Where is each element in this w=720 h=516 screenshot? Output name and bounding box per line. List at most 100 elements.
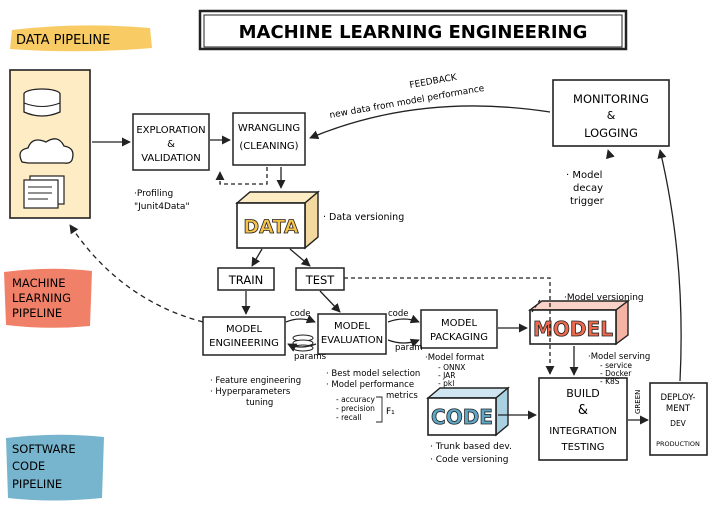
metric-f1: F₁: [386, 407, 395, 417]
model-serving-k8s: - K8S: [600, 377, 620, 386]
wrangling-box: WRANGLING (CLEANING): [232, 112, 306, 166]
ml-pipeline-label-2: LEARNING: [12, 291, 71, 305]
code-pipeline-label-1: SOFTWARE: [12, 442, 76, 456]
data-sources-box: [9, 69, 91, 219]
exploration-label-2: &: [167, 139, 175, 150]
code-pipeline-label-2: CODE: [12, 459, 45, 473]
section-code-pipeline: SOFTWARE CODE PIPELINE: [6, 434, 104, 501]
model-format-note-1: ·Model format: [425, 353, 485, 363]
model-serving-service: - service: [600, 361, 632, 370]
build-label-4: TESTING: [560, 442, 604, 453]
data-pipeline-label: DATA PIPELINE: [16, 33, 110, 48]
model-box: MODEL: [527, 299, 631, 346]
code-label-1: code: [290, 309, 311, 319]
feature-eng-notes: · Feature engineering · Hyperparameters …: [210, 376, 301, 408]
feature-eng-note-2: · Hyperparameters: [210, 387, 291, 397]
train-box: TRAIN: [217, 267, 275, 291]
exploration-label-1: EXPLORATION: [136, 125, 205, 136]
model-evaluation-box: MODEL EVALUATION: [317, 313, 387, 355]
feature-eng-note-1: · Feature engineering: [210, 376, 301, 386]
model-evaluation-label-2: EVALUATION: [321, 335, 383, 346]
metric-accuracy: - accuracy: [336, 395, 375, 404]
arrow-test-to-build: [344, 277, 555, 375]
trunk-notes: · Trunk based dev. · Code versioning: [430, 442, 512, 465]
section-ml-pipeline: MACHINE LEARNING PIPELINE: [4, 268, 92, 328]
model-packaging-box: MODEL PACKAGING: [420, 309, 498, 349]
monitoring-label-3: LOGGING: [584, 126, 638, 140]
deployment-label-2: MENT: [666, 404, 691, 414]
data-pipeline-highlight: [10, 25, 152, 52]
model-versioning-note: ·Model versioning: [564, 293, 644, 303]
deployment-label-3: DEV: [670, 419, 687, 428]
profiling-note-1: ·Profiling: [134, 189, 173, 199]
database-icon: [23, 88, 61, 117]
model-format-pkl: - pkl: [438, 379, 454, 388]
monitoring-label-1: MONITORING: [573, 92, 649, 106]
model-format-jar: - JAR: [438, 371, 456, 380]
model-serving-docker: - Docker: [600, 369, 632, 378]
wrangling-label-1: WRANGLING: [238, 123, 300, 134]
model-decay-note-1: · Model: [566, 170, 602, 181]
param-label-2: param: [395, 343, 423, 353]
arrow-param-to-packaging: [387, 338, 420, 348]
arrow-wrangling-back: [215, 167, 268, 185]
monitoring-label-2: &: [607, 109, 616, 122]
best-model-notes: · Best model selection · Model performan…: [326, 369, 420, 423]
deployment-label-1: DEPLOY-: [661, 393, 696, 403]
build-label-2: &: [578, 403, 588, 418]
model-engineering-label-1: MODEL: [226, 324, 263, 335]
build-label-1: BUILD: [566, 387, 599, 400]
model-serving-note-1: ·Model serving: [588, 352, 650, 362]
best-model-note-3: metrics: [386, 391, 418, 401]
arrows: [69, 105, 682, 425]
data-box: DATA: [235, 190, 320, 250]
feedback-sub-label: new data from model performance: [329, 84, 486, 121]
exploration-label-3: VALIDATION: [141, 153, 201, 164]
train-label: TRAIN: [228, 273, 263, 287]
model-label: MODEL: [533, 317, 613, 341]
metric-precision: - precision: [336, 404, 375, 413]
build-label-3: INTEGRATION: [549, 426, 617, 437]
arrow-model-versioning-tick: [531, 299, 541, 313]
model-evaluation-label-1: MODEL: [334, 321, 371, 332]
arrow-data-to-test: [289, 248, 311, 267]
model-decay-note-3: trigger: [570, 196, 605, 207]
page-title: MACHINE LEARNING ENGINEERING: [239, 22, 588, 43]
model-decay-note-2: decay: [573, 183, 603, 194]
arrow-test-to-evaluation: [319, 290, 341, 313]
green-label: GREEN: [634, 390, 642, 414]
wrangling-label-2: (CLEANING): [239, 141, 298, 152]
metric-recall: - recall: [336, 413, 362, 422]
cloud-icon: [19, 138, 74, 164]
ml-pipeline-highlight: [4, 268, 92, 328]
model-format-notes: ·Model format - ONNX - JAR - pkl: [425, 353, 485, 388]
model-packaging-label-1: MODEL: [441, 318, 478, 329]
model-engineering-box: MODEL ENGINEERING: [202, 316, 286, 356]
arrow-deployment-to-monitoring: [657, 149, 682, 382]
best-model-note-2: · Model performance: [326, 380, 414, 390]
code-pipeline-highlight: [6, 434, 104, 501]
arrow-code-to-evaluation: [285, 314, 316, 324]
deployment-label-4: PRODUCTION: [656, 440, 700, 448]
model-format-onnx: - ONNX: [438, 363, 465, 372]
arrow-data-to-train: [251, 248, 263, 267]
ml-pipeline-label-3: PIPELINE: [12, 306, 62, 320]
code-box: CODE: [426, 386, 510, 437]
data-versioning-note: · Data versioning: [323, 212, 404, 223]
test-label: TEST: [305, 273, 336, 287]
arrow-ml-back-to-sources: [69, 224, 204, 323]
data-label: DATA: [243, 216, 298, 238]
title-box: MACHINE LEARNING ENGINEERING: [198, 9, 628, 51]
best-model-note-1: · Best model selection: [326, 369, 420, 379]
ml-pipeline-label-1: MACHINE: [12, 276, 66, 290]
arrow-decay-hidden: [605, 149, 615, 160]
params-label-1: params: [294, 352, 327, 362]
feature-eng-note-3: tuning: [246, 398, 273, 408]
arrow-code-to-packaging: [387, 314, 420, 324]
section-data-pipeline: DATA PIPELINE: [10, 25, 152, 52]
trunk-note-2: · Code versioning: [430, 455, 509, 465]
feedback-label: FEEDBACK: [409, 73, 459, 91]
profiling-note-2: "Junit4Data": [134, 202, 190, 212]
